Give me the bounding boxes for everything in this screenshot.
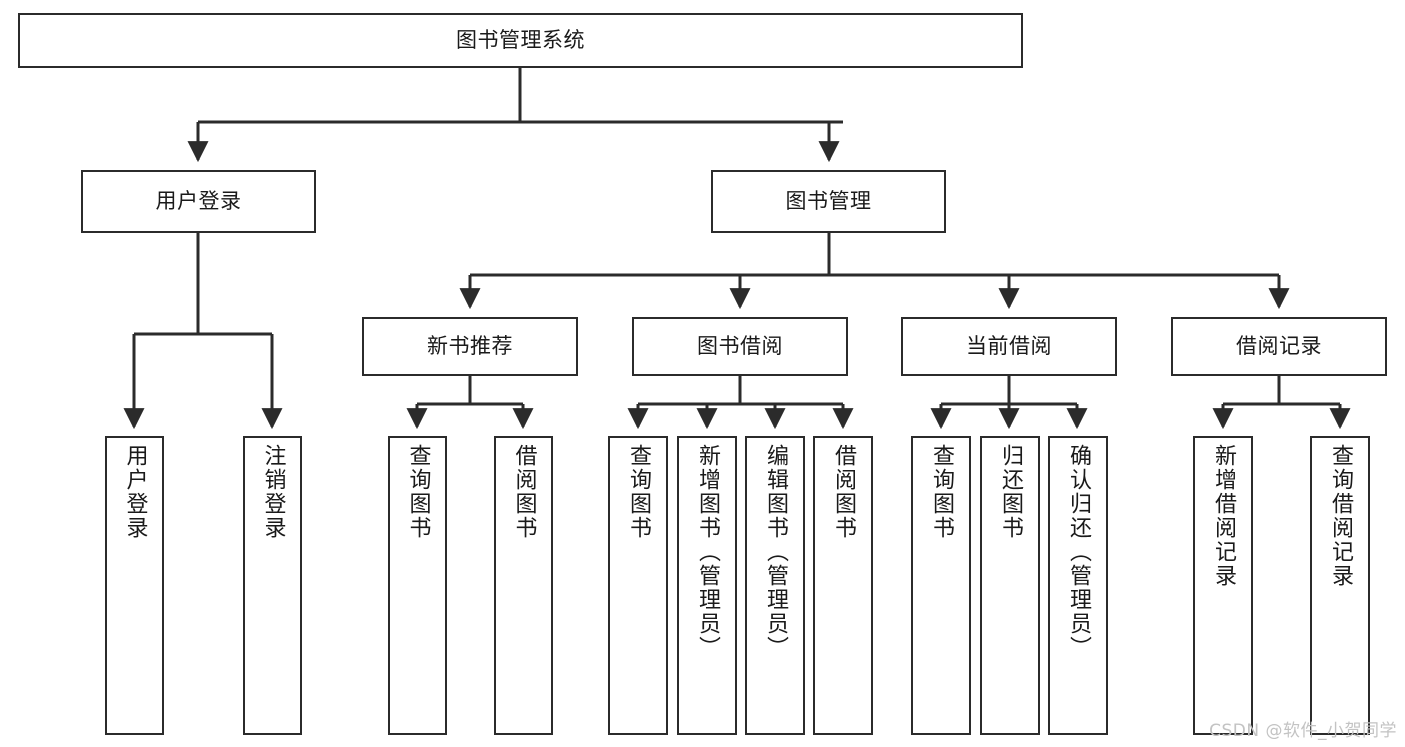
node-label: 归还图书 xyxy=(997,444,1023,540)
node-book-borrow[interactable]: 图书借阅 xyxy=(632,317,848,376)
node-label: 新增借阅记录 xyxy=(1210,444,1236,588)
node-book-management[interactable]: 图书管理 xyxy=(711,170,946,233)
node-leaf-logout[interactable]: 注销登录 xyxy=(243,436,302,735)
node-root-system[interactable]: 图书管理系统 xyxy=(18,13,1023,68)
node-leaf-add-book-admin[interactable]: 新增图书（管理员） xyxy=(677,436,737,735)
node-label: 查询图书 xyxy=(405,444,431,540)
node-label: 借阅图书 xyxy=(830,444,856,540)
node-label: 用户登录 xyxy=(122,444,148,540)
node-leaf-add-borrow-record[interactable]: 新增借阅记录 xyxy=(1193,436,1253,735)
node-label: 图书管理 xyxy=(785,189,872,214)
node-label: 借阅记录 xyxy=(1236,334,1322,359)
node-label: 查询图书 xyxy=(625,444,651,540)
node-label: 查询图书 xyxy=(928,444,954,540)
node-leaf-return-book[interactable]: 归还图书 xyxy=(980,436,1040,735)
node-leaf-borrow-book-recommend[interactable]: 借阅图书 xyxy=(494,436,553,735)
node-label: 确认归还（管理员） xyxy=(1065,444,1091,660)
node-label: 图书借阅 xyxy=(697,334,783,359)
node-label: 新书推荐 xyxy=(427,334,513,359)
node-leaf-confirm-return-admin[interactable]: 确认归还（管理员） xyxy=(1048,436,1108,735)
node-label: 图书管理系统 xyxy=(456,28,585,53)
node-leaf-edit-book-admin[interactable]: 编辑图书（管理员） xyxy=(745,436,805,735)
node-leaf-user-login[interactable]: 用户登录 xyxy=(105,436,164,735)
node-current-borrow[interactable]: 当前借阅 xyxy=(901,317,1117,376)
node-borrow-record[interactable]: 借阅记录 xyxy=(1171,317,1387,376)
node-leaf-query-book-current[interactable]: 查询图书 xyxy=(911,436,971,735)
node-label: 借阅图书 xyxy=(511,444,537,540)
node-label: 注销登录 xyxy=(260,444,286,540)
node-leaf-borrow-book[interactable]: 借阅图书 xyxy=(813,436,873,735)
node-label: 新增图书（管理员） xyxy=(694,444,720,660)
node-leaf-query-book[interactable]: 查询图书 xyxy=(608,436,668,735)
node-leaf-query-book-recommend[interactable]: 查询图书 xyxy=(388,436,447,735)
node-label: 当前借阅 xyxy=(966,334,1052,359)
node-label: 查询借阅记录 xyxy=(1327,444,1353,588)
node-new-book-recommend[interactable]: 新书推荐 xyxy=(362,317,578,376)
node-label: 用户登录 xyxy=(155,189,242,214)
node-user-login[interactable]: 用户登录 xyxy=(81,170,316,233)
node-leaf-query-borrow-record[interactable]: 查询借阅记录 xyxy=(1310,436,1370,735)
node-label: 编辑图书（管理员） xyxy=(762,444,788,660)
